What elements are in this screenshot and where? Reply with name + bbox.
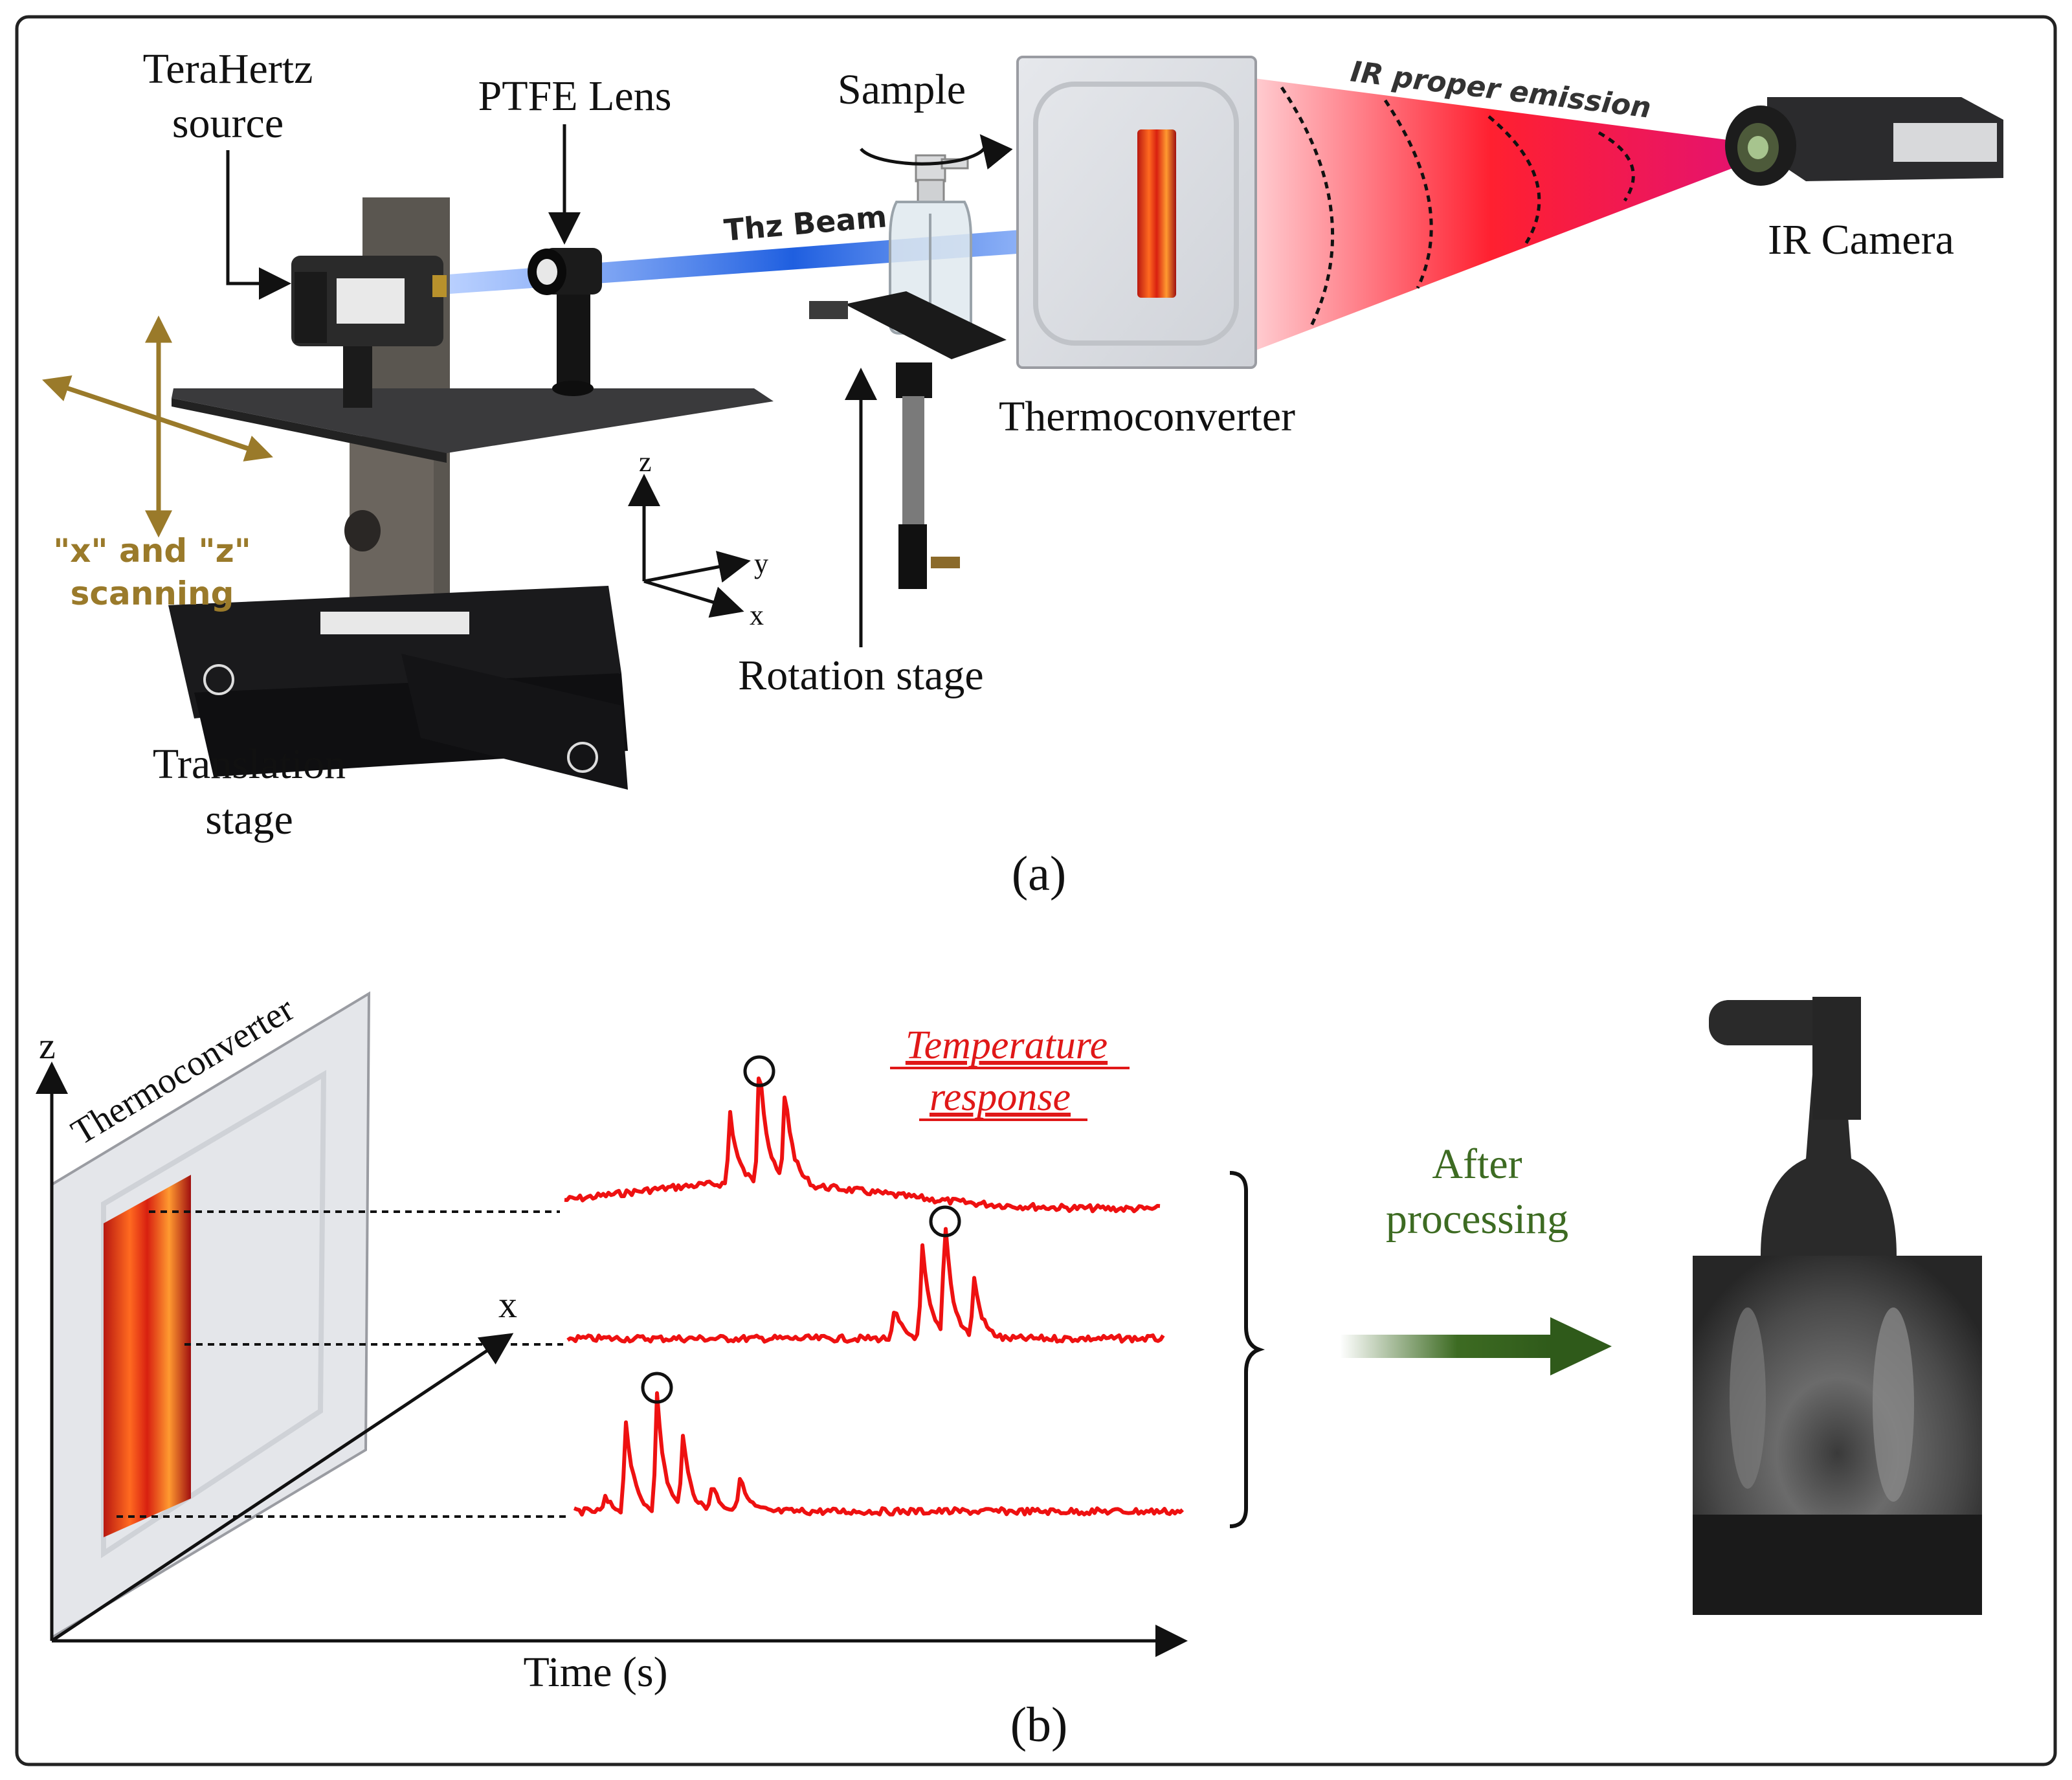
terahertz-source-label-line1: TeraHertz (143, 45, 313, 93)
terahertz-source-device (291, 256, 447, 408)
coordinate-axes-a (628, 474, 751, 618)
axis-z-label-a: z (639, 446, 652, 478)
ir-emission-cone (1249, 78, 1787, 353)
rotation-stage-label: Rotation stage (738, 652, 983, 699)
leader-arrows (226, 124, 877, 647)
after-processing-line1: After (1432, 1140, 1522, 1188)
processing-arrow (1340, 1317, 1612, 1375)
axis-x-label-b: x (498, 1284, 517, 1326)
peak-marker-2 (929, 1205, 961, 1238)
translation-stage (168, 197, 774, 790)
terahertz-source-label-line2: source (172, 100, 284, 147)
translation-stage-label-line1: Translation (153, 740, 346, 788)
ir-camera-label: IR Camera (1768, 216, 1954, 263)
temperature-trace-1 (564, 1076, 1161, 1214)
temperature-response-line2: response (930, 1075, 1071, 1119)
thermoconverter-hot-strip (104, 1175, 191, 1537)
sample-label: Sample (838, 66, 966, 113)
figure-frame (15, 15, 2057, 1766)
temperature-response-line1: Temperature (906, 1023, 1108, 1067)
axis-z-label-b: z (39, 1025, 56, 1067)
rotation-arrow (860, 134, 1013, 170)
scanning-arrows (42, 315, 273, 538)
panel-b: z x Time (s) Thermoconverter Temperature… (36, 989, 1982, 1752)
panel-a: TeraHertz source PTFE Lens Sample Thz Be… (42, 45, 2003, 901)
panel-b-caption: (b) (1010, 1698, 1068, 1752)
row-leaders (117, 1210, 570, 1518)
after-processing-line2: processing (1386, 1196, 1568, 1243)
thermoconverter-panel-a (1016, 56, 1257, 369)
peak-marker-3 (641, 1372, 673, 1404)
rotation-stage-device (809, 291, 1007, 589)
ir-camera-device (1725, 97, 2003, 186)
ptfe-lens-label: PTFE Lens (478, 72, 672, 120)
thz-beam-label: Thz Beam (722, 199, 888, 248)
temperature-trace-3 (573, 1391, 1185, 1517)
peak-marker-1 (743, 1055, 775, 1087)
group-brace (1229, 1171, 1265, 1528)
scanning-label-line1: "x" and "z" (53, 532, 251, 570)
axes-b (36, 1062, 1188, 1657)
thermoconverter-label-a: Thermoconverter (999, 393, 1295, 440)
axis-time-label: Time (s) (523, 1649, 667, 1696)
panel-a-caption: (a) (1012, 847, 1066, 901)
translation-stage-label-line2: stage (205, 796, 293, 843)
axis-y-label-a: y (754, 548, 768, 579)
temperature-traces (564, 1055, 1185, 1517)
emission-wavefronts (1280, 86, 1635, 328)
temperature-trace-2 (566, 1227, 1165, 1344)
axis-x-label-a: x (750, 599, 764, 631)
processed-ir-image (1693, 997, 1982, 1615)
scanning-label-line2: scanning (71, 575, 234, 612)
ptfe-lens-device (528, 248, 602, 396)
